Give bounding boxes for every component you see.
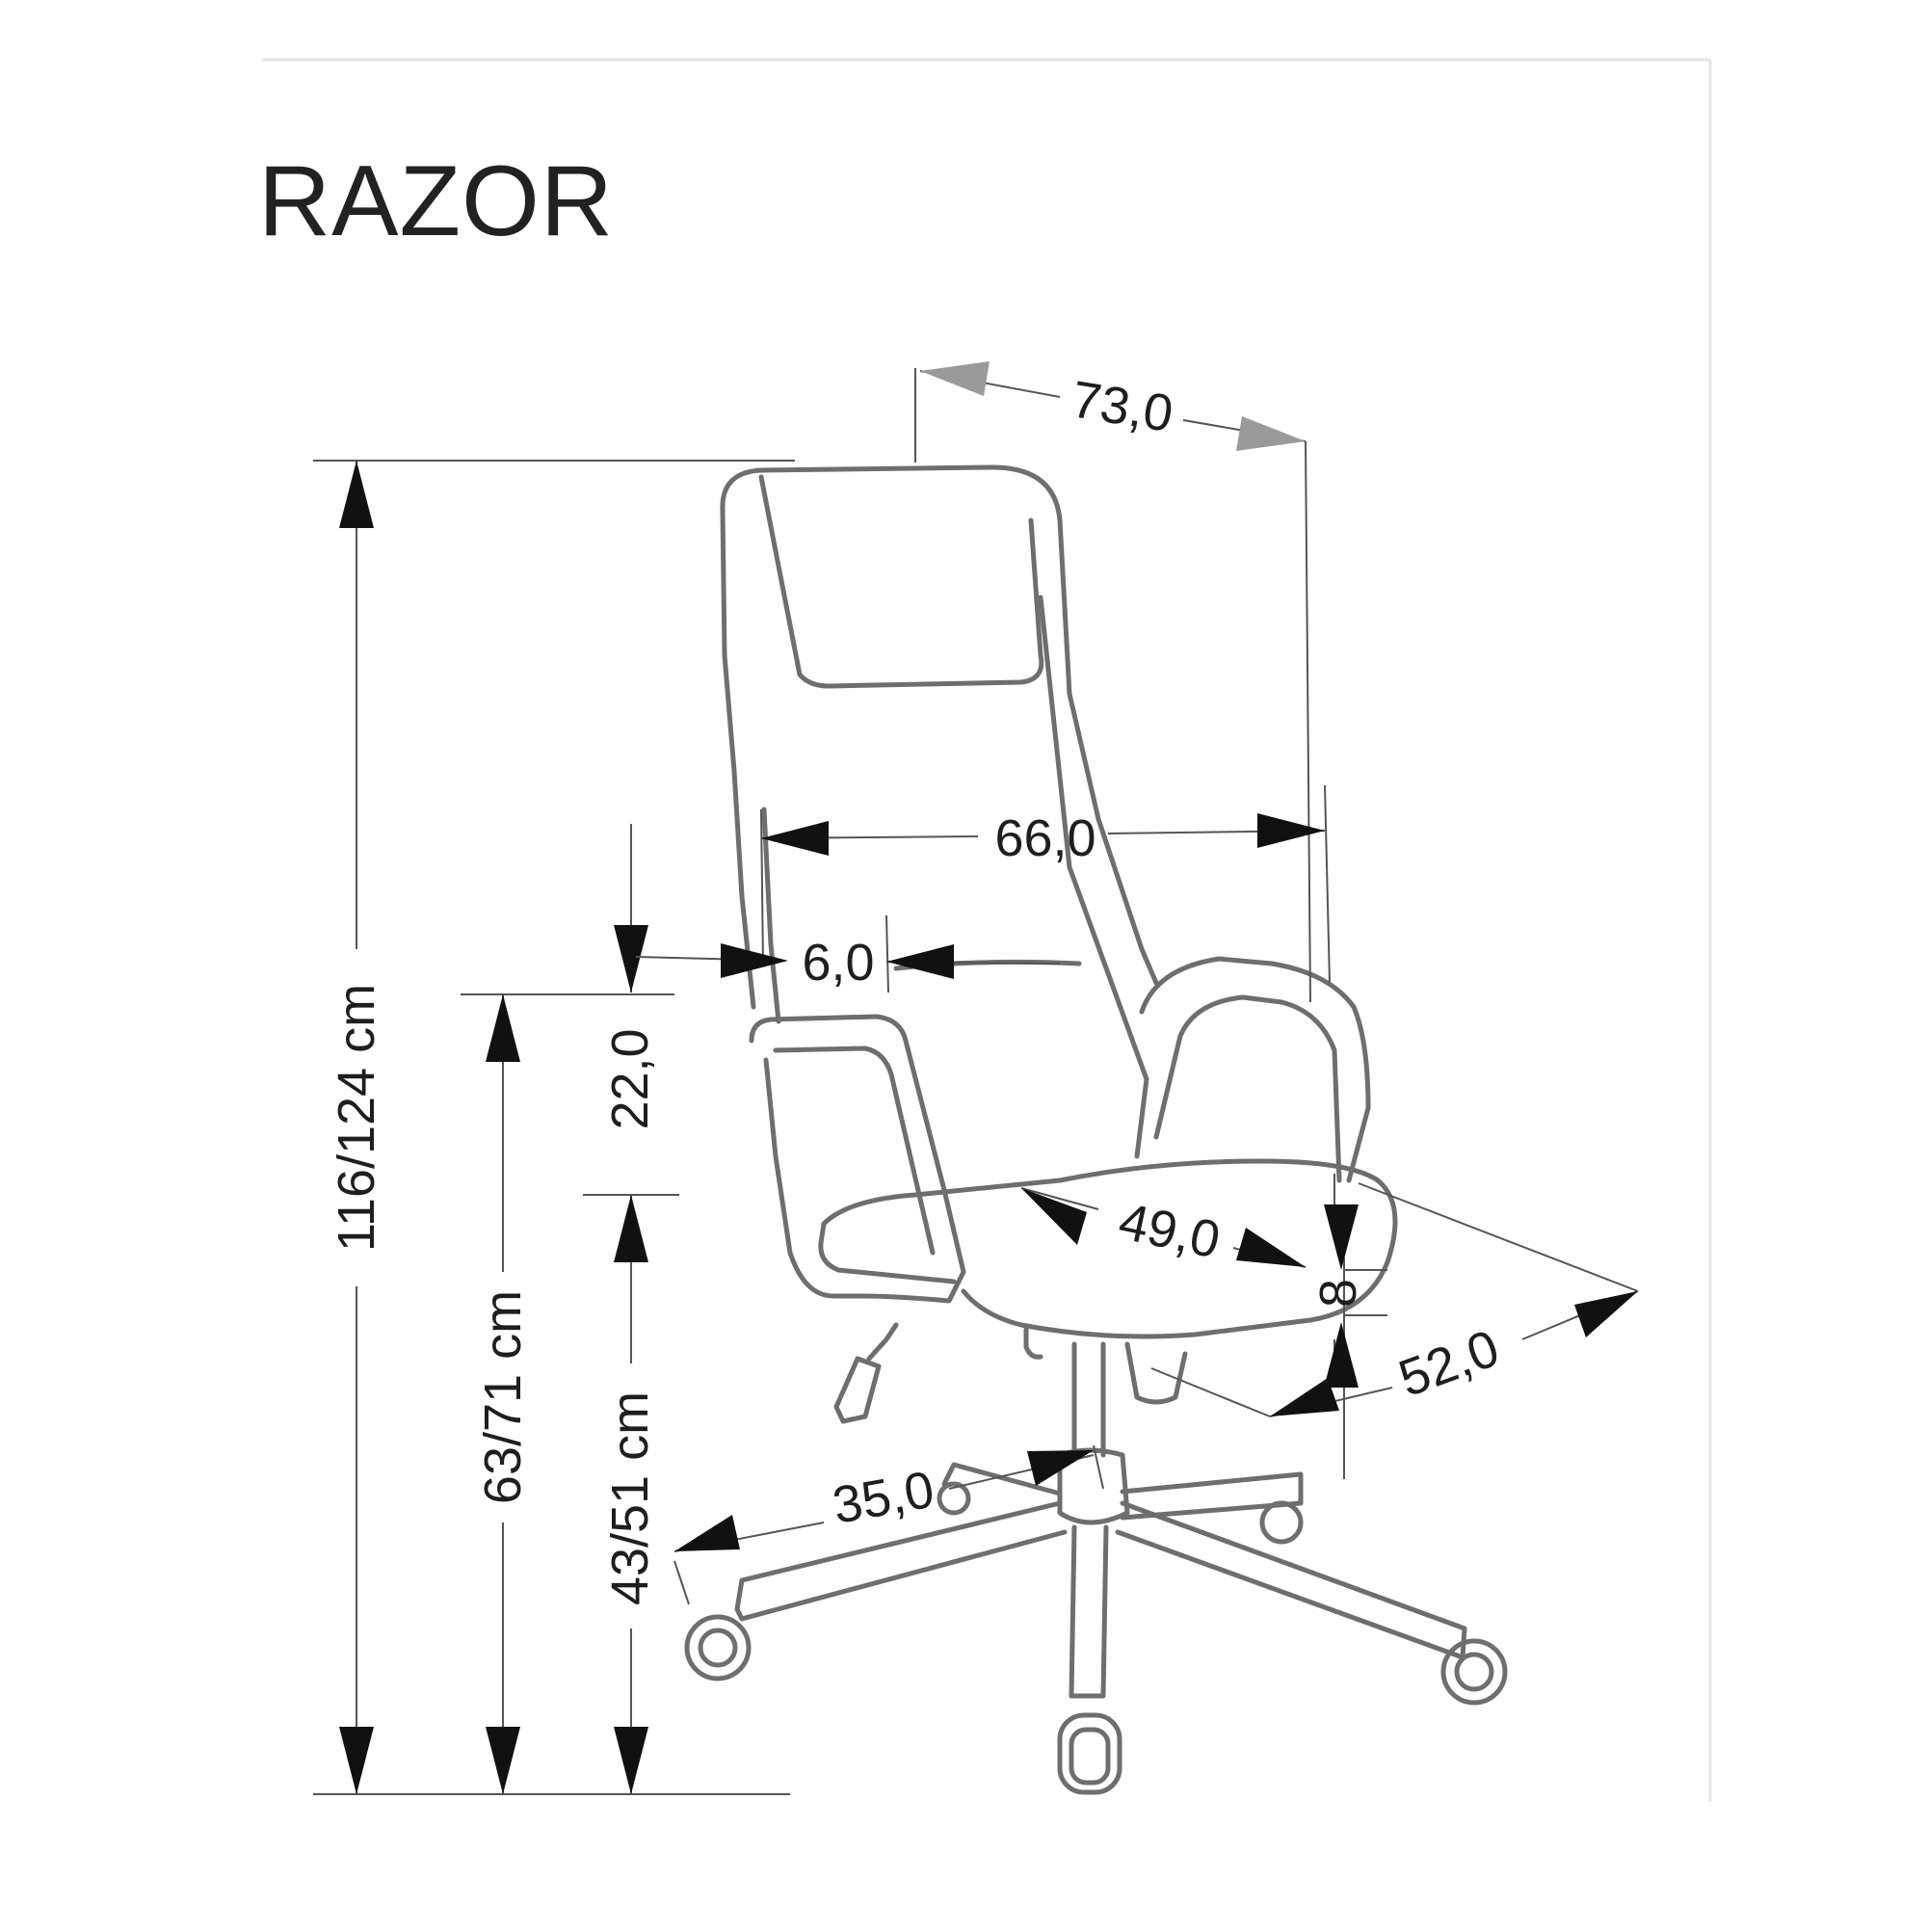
left-armrest	[749, 1014, 966, 1304]
arrow-depth-left	[1270, 1378, 1339, 1416]
label-seat-thickness: 8	[1309, 1279, 1367, 1308]
arrow-depth-inner-left	[1021, 1188, 1087, 1245]
caster-back-right	[1259, 1500, 1304, 1545]
ext-seat-width-left	[760, 808, 764, 965]
label-base-radius: 35,0	[829, 1461, 938, 1535]
caster-right-hub	[1454, 1652, 1494, 1692]
seat-cushion	[821, 1158, 1398, 1339]
label-total-height: 116/124 cm	[328, 984, 385, 1252]
ext-base-center	[1093, 1444, 1104, 1490]
ext-arm-w-right	[885, 914, 889, 993]
right-armrest	[1139, 956, 1371, 1183]
label-armrest-height: 63/71 cm	[474, 1290, 532, 1504]
base-leg-back	[941, 1462, 1304, 1521]
label-back-height: 22,0	[601, 1028, 659, 1129]
headrest-pad	[758, 474, 1044, 689]
backrest-seam-right	[1038, 595, 1149, 1159]
arrow-armrest-down	[486, 1727, 520, 1794]
arrow-seat-down	[614, 1727, 648, 1794]
label-seat-width: 66,0	[994, 809, 1095, 867]
seat-front-edge	[818, 1221, 957, 1284]
arrow-base-left	[674, 1515, 740, 1551]
caster-left	[684, 1614, 752, 1681]
arrow-seat-up	[614, 1195, 648, 1262]
lever-handle	[833, 1356, 882, 1424]
label-armrest-width: 6,0	[802, 934, 874, 992]
arrow-depth-inner-right	[1236, 1228, 1306, 1267]
lever-stem	[866, 1322, 899, 1362]
caster-back-left	[937, 1481, 971, 1516]
backrest-outline	[720, 464, 1159, 1010]
tilt-knob	[1124, 1341, 1188, 1405]
ext-base-tip	[673, 1560, 690, 1605]
arrow-seat-width-left	[761, 821, 829, 856]
right-armrest-inner	[1153, 994, 1342, 1183]
label-seat-depth-inner: 49,0	[1114, 1192, 1225, 1270]
label-seat-depth: 52,0	[1391, 1319, 1506, 1408]
arrow-width-left	[920, 361, 990, 396]
backrest-seam-left	[761, 807, 781, 1024]
arrow-armrest-width-left	[721, 943, 788, 978]
arrow-total-height-down	[339, 1727, 374, 1794]
caster-front	[1057, 1712, 1122, 1795]
dimension-labels: 116/124 cm 63/71 cm 43/51 cm 22,0 73,0 6…	[328, 370, 1506, 1605]
ext-width-right	[1305, 440, 1311, 1003]
base-leg-right	[1115, 1500, 1467, 1660]
dim-depth-inner-left	[1020, 1187, 1099, 1210]
caster-left-hub	[698, 1628, 738, 1668]
ext-seat-width-right	[1324, 784, 1331, 984]
ext-depth-bottom	[1150, 1367, 1271, 1417]
gas-cylinder	[1071, 1341, 1106, 1458]
arrow-thickness-up	[1324, 1322, 1359, 1388]
label-total-width: 73,0	[1068, 370, 1176, 443]
arrow-back-height-down	[614, 925, 648, 992]
product-title: RAZOR	[258, 146, 614, 257]
caster-front-hub	[1069, 1727, 1111, 1786]
lever-bracket	[1023, 1327, 1043, 1360]
label-seat-height: 43/51 cm	[601, 1391, 659, 1605]
caster-right	[1440, 1638, 1508, 1706]
chair-outline	[684, 464, 1508, 1795]
arrow-thickness-down	[1324, 1204, 1359, 1270]
arrow-armrest-width-right	[886, 944, 954, 979]
arrow-seat-width-right	[1257, 813, 1325, 848]
ext-depth-top	[1358, 1182, 1639, 1292]
arrow-armrest-up	[486, 994, 520, 1062]
arrow-width-right	[1236, 416, 1306, 451]
arrow-total-height-up	[339, 461, 374, 528]
left-armrest-inner	[773, 1045, 936, 1256]
arrow-depth-right	[1574, 1291, 1638, 1337]
arrow-base-right	[1027, 1450, 1094, 1486]
base-leg-left	[734, 1500, 1068, 1622]
base-leg-front	[1069, 1524, 1109, 1699]
dimension-lines	[313, 361, 1639, 1795]
